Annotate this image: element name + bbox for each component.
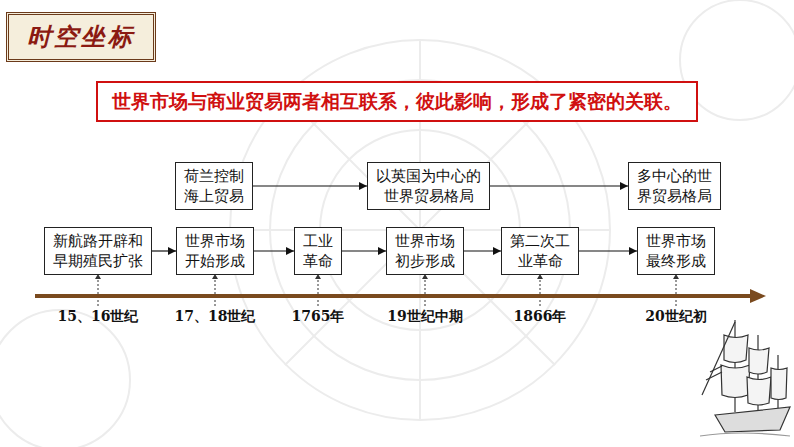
box-text: 多中心的世 界贸易格局: [635, 166, 714, 206]
event-box: 新航路开辟和 早期殖民扩张: [44, 227, 152, 275]
date-label: 1866年: [514, 308, 567, 326]
banner-text: 世界市场与商业贸易两者相互联系，彼此影响，形成了紧密的关联。: [112, 89, 682, 114]
arrow-connector: [253, 182, 367, 190]
box-text: 以英国为中心的 世界贸易格局: [374, 166, 483, 206]
arrow-connector: [579, 247, 637, 255]
event-box: 世界市场 初步形成: [386, 227, 464, 275]
date-label: 1765年: [292, 308, 345, 326]
box-text: 世界市场 初步形成: [393, 231, 457, 271]
event-box: 以英国为中心的 世界贸易格局: [367, 162, 490, 210]
event-box: 荷兰控制 海上贸易: [175, 162, 253, 210]
box-text: 世界市场 开始形成: [183, 231, 247, 271]
title-box: 时空坐标: [6, 12, 156, 62]
event-box: 工业 革命: [294, 227, 342, 275]
box-text: 荷兰控制 海上贸易: [182, 166, 246, 206]
date-label: 19世纪中期: [387, 308, 462, 326]
date-label: 17、18世纪: [175, 308, 256, 326]
arrow-connector: [490, 182, 628, 190]
box-text: 世界市场 最终形成: [644, 231, 708, 271]
event-box: 多中心的世 界贸易格局: [628, 162, 721, 210]
arrow-connector: [342, 247, 386, 255]
date-label: 15、16世纪: [58, 308, 139, 326]
event-box: 世界市场 最终形成: [637, 227, 715, 275]
arrow-connector: [254, 247, 294, 255]
title-text: 时空坐标: [27, 23, 135, 51]
date-label: 20世纪初: [645, 308, 706, 326]
arrow-connector: [464, 247, 501, 255]
box-text: 第二次工 业革命: [508, 231, 572, 271]
event-box: 世界市场 开始形成: [176, 227, 254, 275]
box-text: 新航路开辟和 早期殖民扩张: [51, 231, 145, 271]
banner-box: 世界市场与商业贸易两者相互联系，彼此影响，形成了紧密的关联。: [96, 81, 698, 122]
event-box: 第二次工 业革命: [501, 227, 579, 275]
arrow-connector: [152, 247, 176, 255]
box-text: 工业 革命: [301, 231, 335, 271]
